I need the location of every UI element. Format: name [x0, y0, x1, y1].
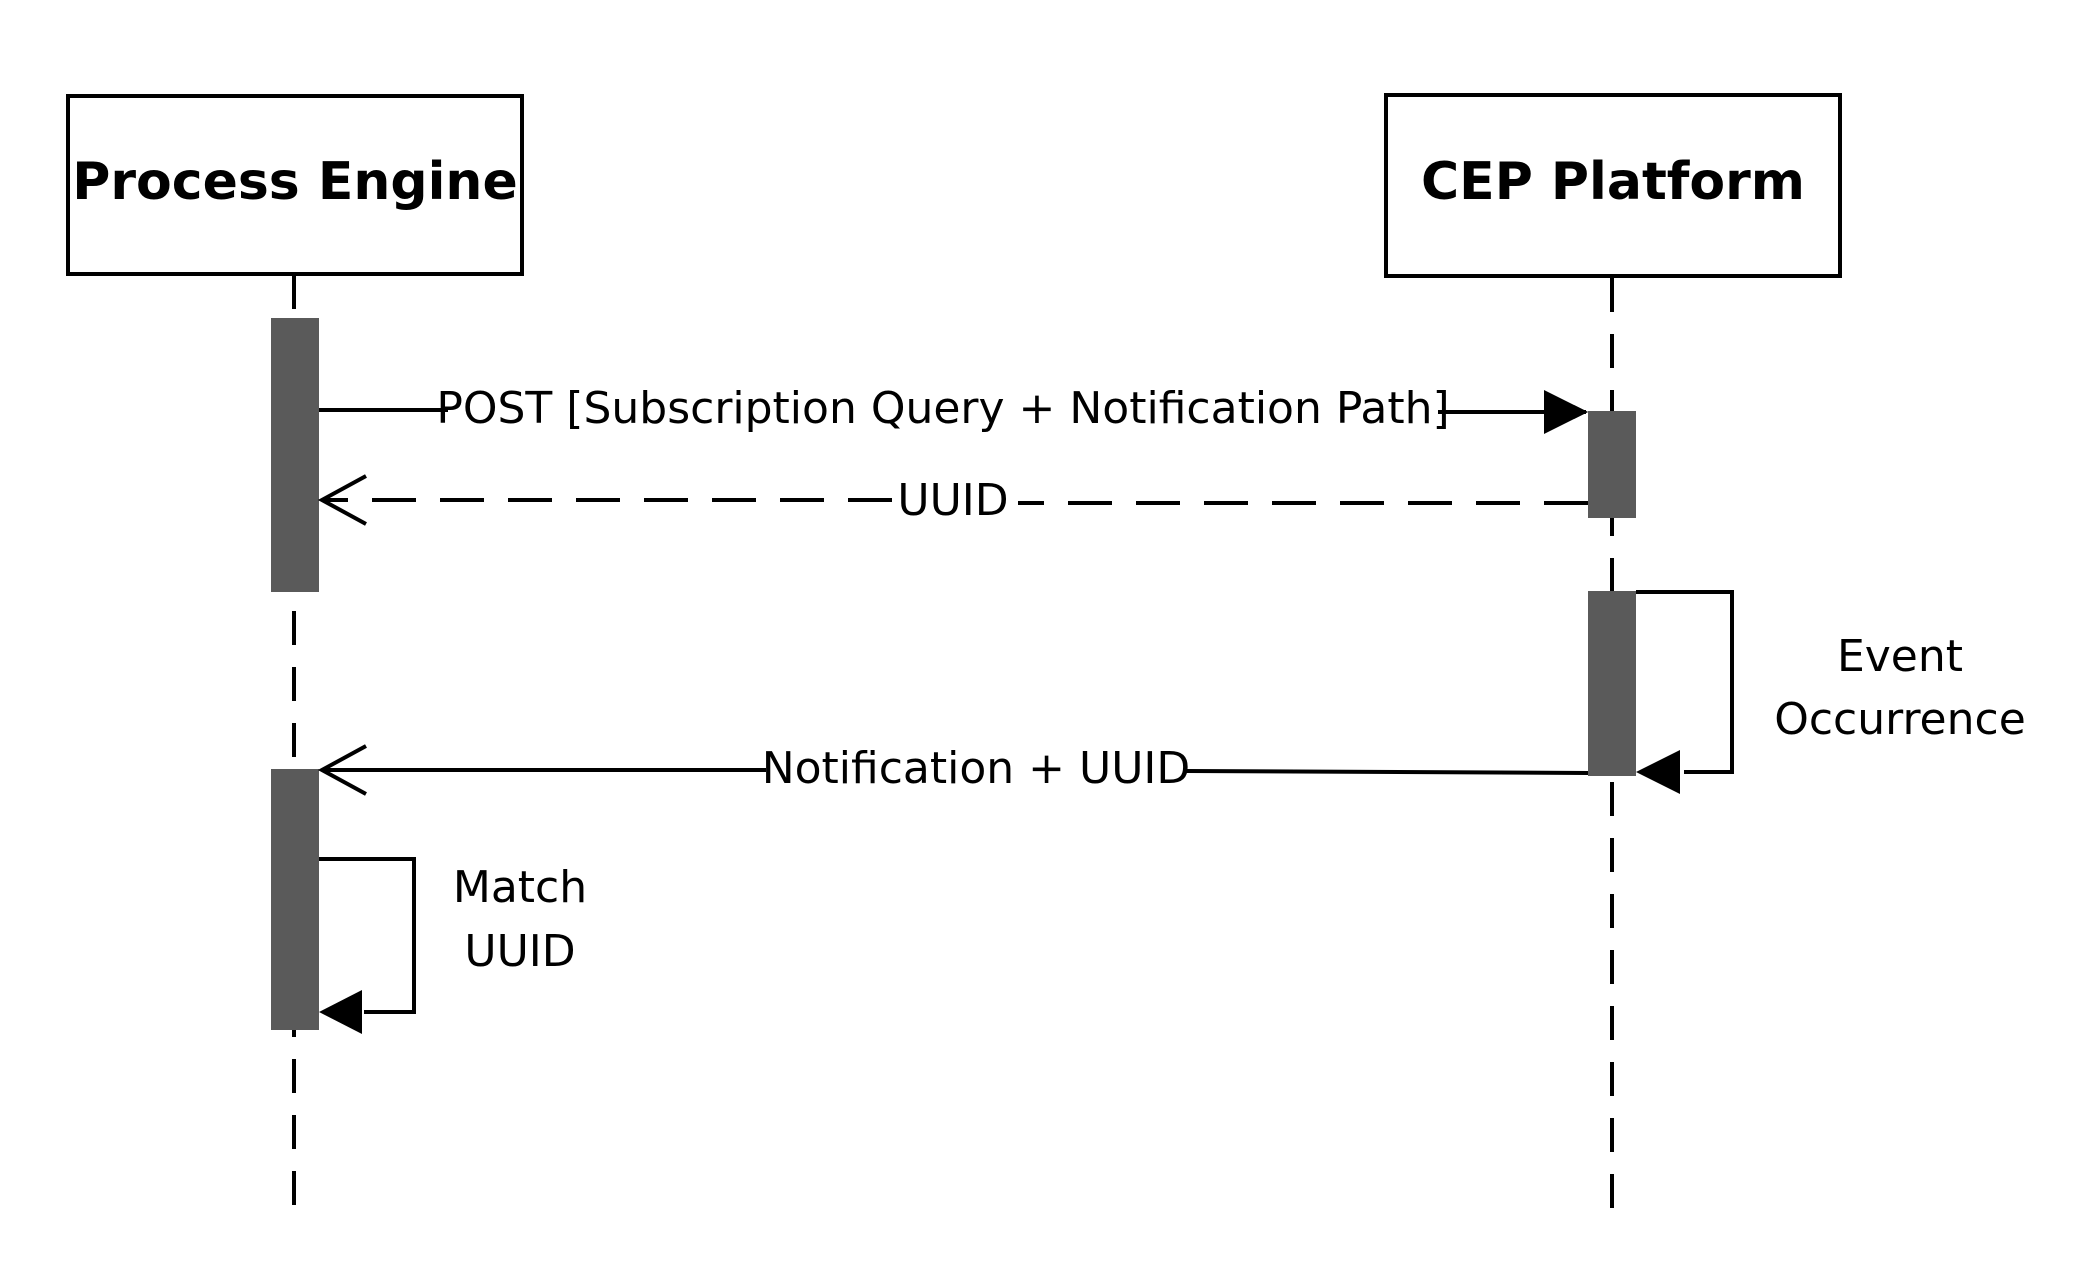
participant-process-engine[interactable]: Process Engine: [66, 94, 524, 276]
message-uuid-reply-label: UUID: [897, 475, 1008, 526]
message-uuid-reply: UUID: [317, 474, 1588, 526]
message-post-label: POST [Subscription Query + Notification …: [436, 383, 1449, 434]
match-uuid-label-line1: Match: [453, 862, 587, 913]
self-message-event-occurrence: Event Occurrence: [1636, 590, 2026, 794]
self-message-match-uuid: Match UUID: [319, 857, 587, 1034]
message-post: POST [Subscription Query + Notification …: [319, 383, 1588, 434]
activation-bar-cep-platform-2: [1588, 591, 1636, 776]
participant-process-engine-label: Process Engine: [72, 152, 517, 212]
open-arrowhead-icon: [317, 744, 367, 796]
filled-arrowhead-icon: [319, 990, 362, 1034]
activation-bar-cep-platform-1: [1588, 411, 1636, 518]
filled-arrowhead-icon: [1544, 390, 1588, 434]
filled-arrowhead-icon: [1636, 750, 1680, 794]
match-uuid-label-line2: UUID: [464, 926, 575, 977]
event-occurrence-label-line2: Occurrence: [1774, 694, 2026, 745]
event-occurrence-label-line1: Event: [1837, 631, 1963, 682]
activation-bar-process-engine-1: [271, 318, 319, 592]
open-arrowhead-icon: [317, 474, 367, 526]
message-notification: Notification + UUID: [317, 743, 1589, 796]
participant-cep-platform-label: CEP Platform: [1421, 152, 1805, 212]
participant-cep-platform[interactable]: CEP Platform: [1384, 93, 1842, 278]
message-notification-label: Notification + UUID: [762, 743, 1191, 794]
activation-bar-process-engine-2: [271, 769, 319, 1030]
